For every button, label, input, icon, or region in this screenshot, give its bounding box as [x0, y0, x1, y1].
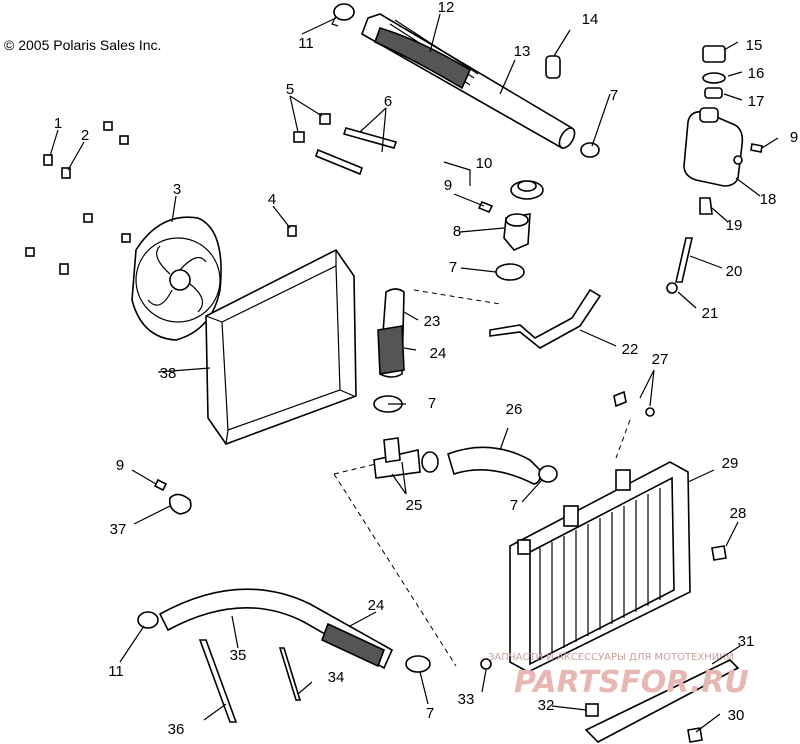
callout-28: 28	[730, 505, 747, 522]
routing-line-b	[333, 463, 377, 475]
callout-labels: 1 2 3 4 5 6 7 7 7 7 7 8 9 9 9 10 11 11 1…	[54, 0, 798, 738]
callout-23: 23	[424, 313, 441, 330]
callout-16: 16	[748, 65, 765, 82]
callout-13: 13	[514, 43, 531, 60]
callout-12: 12	[438, 0, 455, 16]
callout-32: 32	[538, 697, 555, 714]
bolt-30	[687, 727, 703, 743]
routing-line-d	[615, 419, 631, 459]
bolt-9-right	[750, 143, 763, 153]
callout-18: 18	[760, 191, 777, 208]
callout-35: 35	[230, 647, 247, 664]
callout-26: 26	[506, 401, 523, 418]
callout-19: 19	[726, 217, 743, 234]
cooling-fan	[131, 216, 222, 341]
callout-37: 37	[110, 521, 127, 538]
reservoir-cap	[702, 45, 726, 99]
callout-27: 27	[652, 351, 669, 368]
callout-38: 38	[160, 365, 177, 382]
callout-8: 8	[453, 223, 461, 240]
callout-5: 5	[286, 81, 294, 98]
part-19-fitting	[699, 197, 713, 215]
clamp-7-thermostat	[495, 263, 525, 281]
clamp-11-bottom	[137, 611, 159, 629]
callout-11-bottom: 11	[108, 663, 124, 680]
clamp-37	[168, 493, 192, 515]
callout-14: 14	[582, 11, 599, 28]
callout-34: 34	[328, 669, 345, 686]
callout-20: 20	[726, 263, 743, 280]
watermark-caption: ЗАПЧАСТИ И АКСЕССУАРЫ ДЛЯ МОТОТЕХНИКИ	[488, 652, 734, 663]
watermark-brand: PARTSFOR.RU	[514, 665, 749, 700]
leader-lines	[49, 13, 779, 733]
part-6b	[315, 148, 363, 176]
callout-33: 33	[458, 691, 475, 708]
upper-hose	[361, 13, 576, 150]
nut-32	[585, 703, 599, 717]
callout-7-bottom: 7	[426, 705, 434, 722]
tee-fitting-25	[373, 437, 439, 479]
part-6a	[342, 127, 398, 149]
clamp-11-top	[331, 3, 355, 27]
thermostat-housing	[503, 180, 544, 251]
bolt-9-left	[153, 478, 168, 492]
callout-25: 25	[406, 497, 423, 514]
callout-31: 31	[738, 633, 755, 650]
fan-hardware	[25, 121, 297, 275]
bolt-9-center	[477, 200, 494, 214]
hose-23-24	[377, 288, 405, 378]
part-5a	[293, 131, 305, 143]
callout-30: 30	[728, 707, 745, 724]
part-27b	[645, 407, 655, 417]
callout-9-right: 9	[790, 129, 798, 146]
rod-36	[198, 639, 238, 723]
routing-line-c	[333, 473, 457, 667]
callout-17: 17	[748, 93, 765, 110]
callout-7-top: 7	[610, 87, 618, 104]
hose-26	[447, 446, 558, 485]
callout-1: 1	[54, 115, 62, 132]
callout-7-tee: 7	[428, 395, 436, 412]
part-33	[480, 658, 492, 670]
callout-3: 3	[173, 181, 181, 198]
callout-4: 4	[268, 191, 276, 208]
part-5b	[319, 113, 331, 125]
callout-24-upper: 24	[430, 345, 447, 362]
callout-2: 2	[81, 127, 89, 144]
callout-10: 10	[476, 155, 493, 172]
callout-6: 6	[384, 93, 392, 110]
callout-7-hose: 7	[510, 497, 518, 514]
part-14-tube	[545, 55, 561, 79]
fan-shroud	[205, 248, 357, 445]
callout-29: 29	[722, 455, 739, 472]
copyright-text: © 2005 Polaris Sales Inc.	[4, 37, 161, 53]
callout-22: 22	[622, 341, 639, 358]
callout-9-center: 9	[444, 177, 452, 194]
part-27a	[613, 390, 627, 408]
callout-9-left: 9	[116, 457, 124, 474]
bracket-22	[489, 288, 602, 349]
callout-24-lower: 24	[368, 597, 385, 614]
clamp-7-bottom	[405, 655, 431, 673]
callout-15: 15	[746, 37, 763, 54]
coolant-reservoir	[683, 107, 744, 187]
routing-line-a	[413, 289, 501, 305]
bolt-28	[711, 545, 727, 561]
callout-21: 21	[702, 305, 719, 322]
clamp-7-top	[580, 142, 600, 158]
part-20-hose	[674, 237, 694, 283]
rod-34	[278, 647, 302, 701]
lower-hose	[158, 588, 394, 670]
callout-7-thermostat: 7	[449, 259, 457, 276]
radiator	[509, 461, 691, 673]
part-21-clip	[666, 282, 678, 294]
callout-11-top: 11	[298, 35, 314, 52]
callout-36: 36	[168, 721, 185, 738]
bracket-31	[584, 659, 740, 743]
